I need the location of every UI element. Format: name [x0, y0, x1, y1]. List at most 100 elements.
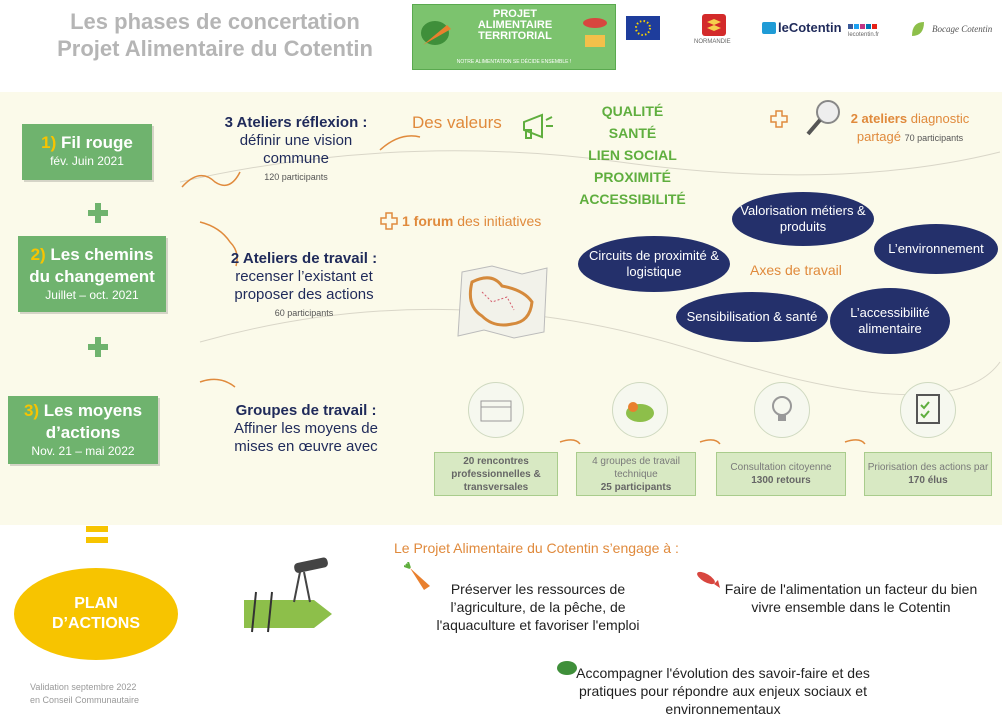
equals-bar-bottom	[86, 537, 108, 543]
forum-text: 1 forum des initiatives	[402, 213, 541, 229]
phase-1-title: Fil rouge	[61, 133, 133, 152]
axe-valorisation: Valorisation métiers & produits	[732, 192, 874, 246]
phase-3-title-b: d’actions	[45, 423, 121, 442]
phase-2-dates: Juillet – oct. 2021	[45, 288, 139, 302]
engagement-item-3: Accompagner l'évolution des savoir-faire…	[576, 665, 870, 717]
ateliers-travail: 2 Ateliers de travail : recenser l’exist…	[212, 250, 396, 322]
lecotentin-mark-icon	[762, 22, 776, 34]
diagnostic-bold: 2 ateliers	[850, 111, 908, 126]
axe-accessibilite: L’accessibilité alimentaire	[830, 288, 950, 354]
groupes-travail-text: Affiner les moyens de mises en œuvre ave…	[234, 420, 378, 455]
diagnostic-count: 70 participants	[904, 133, 964, 143]
checklist-icon	[900, 382, 956, 438]
phase-1-box: 1) Fil rouge fév. Juin 2021	[22, 124, 152, 180]
magnifier-icon	[806, 100, 840, 136]
forum-bold: 1 forum	[402, 213, 454, 229]
carrot-icon	[404, 562, 430, 590]
phase-3-num: 3)	[23, 401, 40, 420]
ateliers-reflexion: 3 Ateliers réflexion : définir une visio…	[210, 114, 382, 186]
title-line-1: Les phases de concertation	[70, 9, 360, 34]
plus-outline-icon	[380, 212, 398, 230]
groupes-travail-title: Groupes de travail :	[235, 402, 377, 419]
stat-groupes-text: 4 groupes de travail technique	[592, 455, 680, 480]
vegetables-icon	[421, 21, 451, 45]
axe-circuits: Circuits de proximité & logistique	[578, 236, 730, 292]
megaphone-icon	[523, 113, 553, 139]
phase-2-num: 2)	[30, 245, 46, 264]
linkedin-icon	[866, 24, 871, 29]
bocage-leaf-icon	[910, 20, 926, 38]
youtube-icon	[872, 24, 877, 29]
plus-icon	[88, 203, 108, 223]
stat-rencontres-text: 20 rencontres professionnelles & transve…	[451, 455, 541, 493]
valeur-item: ACCESSIBILITÉ	[579, 191, 686, 207]
pat-banner-logo: PROJET ALIMENTAIRE TERRITORIAL NOTRE ALI…	[412, 4, 616, 70]
stat-priorisation-text: Priorisation des actions par	[867, 462, 989, 473]
groupes-travail: Groupes de travail : Affiner les moyens …	[214, 402, 398, 456]
equals-bar-top	[86, 526, 108, 532]
diagnostic-text: 2 ateliers diagnostic partagé 70 partici…	[846, 110, 974, 147]
plan-line-2: D’ACTIONS	[52, 615, 140, 632]
stat-priorisation-bold: 170 élus	[908, 475, 948, 486]
twitter-icon	[854, 24, 859, 29]
map-icon	[457, 265, 548, 339]
valeurs-label: Des valeurs	[412, 113, 502, 132]
stat-consultation: Consultation citoyenne 1300 retours	[716, 452, 846, 496]
banner-title-3: TERRITORIAL	[478, 30, 552, 42]
social-icons	[848, 24, 877, 29]
phase-1-dates: fév. Juin 2021	[50, 154, 124, 168]
axe-environnement: L’environnement	[874, 224, 998, 274]
axes-label: Axes de travail	[750, 262, 842, 278]
bocage-logo: Bocage Cotentin	[932, 24, 993, 34]
banner-subtitle: NOTRE ALIMENTATION SE DÉCIDE ENSEMBLE !	[456, 59, 572, 65]
banner-title-1: PROJET	[492, 8, 537, 20]
ateliers-travail-title: 2 Ateliers de travail :	[230, 250, 378, 267]
ateliers-travail-count: 60 participants	[274, 308, 334, 318]
stat-priorisation: Priorisation des actions par 170 élus	[864, 452, 992, 496]
banner-title-2: ALIMENTAIRE	[477, 19, 553, 31]
stat-consultation-text: Consultation citoyenne	[730, 462, 832, 473]
banner-title: PROJET ALIMENTAIRE TERRITORIAL	[457, 9, 573, 42]
axe-sensibilisation: Sensibilisation & santé	[676, 292, 828, 342]
valeur-item: LIEN SOCIAL	[588, 147, 677, 163]
lightbulb-icon	[754, 382, 810, 438]
vegetables-basket-icon	[612, 382, 668, 438]
stat-rencontres: 20 rencontres professionnelles & transve…	[434, 452, 558, 496]
validation-line-2: en Conseil Communautaire	[30, 695, 140, 705]
title-line-2: Projet Alimentaire du Cotentin	[57, 36, 373, 61]
phase-1-num: 1)	[41, 133, 57, 152]
fish-icon	[697, 571, 720, 588]
phase-3-dates: Nov. 21 – mai 2022	[31, 444, 135, 458]
instagram-icon	[860, 24, 865, 29]
eu-flag-logo	[626, 16, 660, 40]
stat-groupes-bold: 25 participants	[600, 481, 672, 493]
lecotentin-web-label: lecotentin.fr	[848, 32, 880, 38]
plus-icon	[88, 337, 108, 357]
facebook-icon	[848, 24, 853, 29]
stat-consultation-bold: 1300 retours	[751, 475, 811, 486]
ateliers-reflexion-count: 120 participants	[264, 172, 328, 182]
validation-note: Validation septembre 2022 en Conseil Com…	[30, 681, 139, 707]
engagement-title: Le Projet Alimentaire du Cotentin s’enga…	[394, 540, 679, 556]
page-title: Les phases de concertation Projet Alimen…	[30, 8, 400, 62]
fish-icon	[583, 18, 607, 47]
plus-outline-icon	[770, 110, 788, 128]
phase-2-box: 2) Les chemins du changement Juillet – o…	[18, 236, 166, 312]
phase-2-title-a: Les chemins	[50, 245, 154, 264]
plan-line-1: PLAN	[74, 595, 118, 612]
leaf-icon	[557, 661, 577, 675]
engagement-item-2: Faire de l'alimentation un facteur du bi…	[724, 581, 978, 615]
plan-actions: PLAN D’ACTIONS	[14, 568, 178, 660]
valeur-item: SANTÉ	[608, 125, 657, 141]
ateliers-reflexion-title: 3 Ateliers réflexion :	[224, 114, 368, 131]
rencontres-icon	[468, 382, 524, 438]
phase-2-title-b: du changement	[29, 267, 155, 286]
normandie-label: NORMANDIE	[694, 39, 731, 45]
valeur-item: QUALITÉ	[601, 103, 664, 119]
phase-3-title-a: Les moyens	[43, 401, 143, 420]
valeurs-list: QUALITÉ SANTÉ LIEN SOCIAL PROXIMITÉ ACCE…	[560, 100, 705, 210]
ateliers-travail-text: recenser l’existant et proposer des acti…	[234, 268, 374, 303]
validation-line-1: Validation septembre 2022	[30, 682, 137, 692]
telescope-illustration-icon	[244, 557, 332, 633]
